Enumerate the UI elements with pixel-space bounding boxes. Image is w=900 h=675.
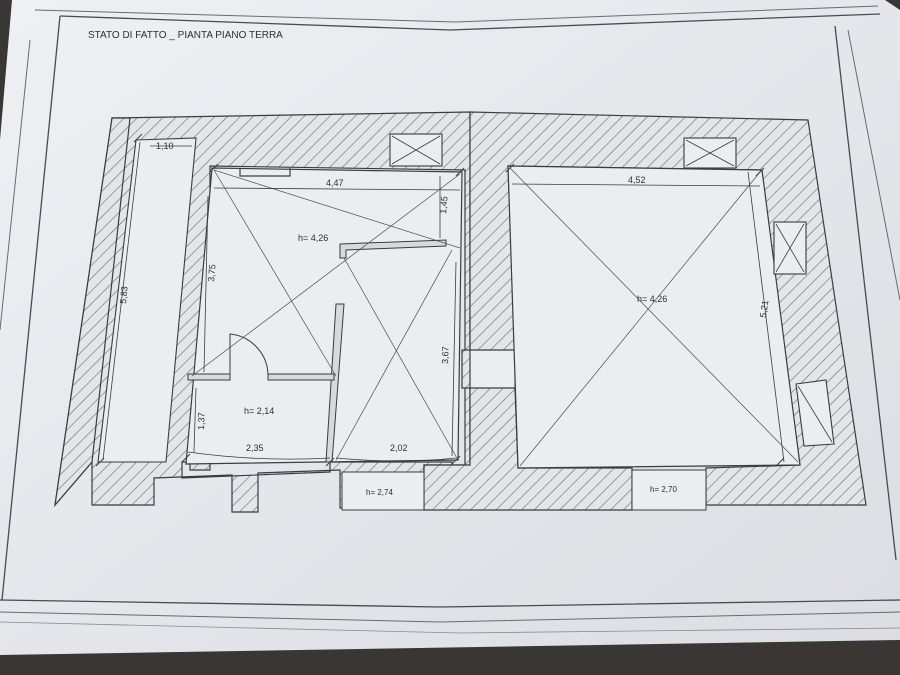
dim-2-35: 2,35 [246, 443, 264, 453]
ceiling-diagonal-a [213, 169, 461, 249]
dim-1-10: 1,10 [156, 141, 174, 151]
frame-left-outer-line [0, 39, 31, 331]
frame-bottom-edge [0, 621, 900, 634]
ceiling-diagonal-c [191, 173, 461, 377]
frame-top-line [59, 13, 881, 31]
opening-1 [341, 471, 425, 511]
partition-small-room-left [187, 373, 231, 381]
dim-line-2-35 [187, 451, 331, 460]
dim-line-2-02 [335, 457, 457, 462]
dim-line-3-75 [203, 195, 209, 373]
room-left-main [185, 167, 463, 465]
dim-line-4-47 [213, 187, 461, 191]
dim-4-52: 4,52 [628, 175, 646, 185]
frame-right-line [834, 25, 897, 561]
dim-line-4-52 [511, 183, 761, 187]
door-swing-small-room [229, 333, 269, 377]
height-room-a: h= 4,26 [298, 233, 328, 243]
dim-3-67: 3,67 [440, 346, 451, 364]
frame-top-outer-line [34, 5, 879, 23]
frame-left-line [1, 15, 61, 601]
wall-notch [239, 168, 291, 177]
frame-right-outer-line [847, 29, 900, 301]
dim-line-1-37 [193, 387, 197, 453]
sheet-title: STATO DI FATTO _ PIANTA PIANO TERRA [88, 30, 283, 41]
dimension-ticks [95, 133, 785, 467]
height-opening-1: h= 2,74 [366, 488, 393, 497]
ceiling-diagonal-right-b [519, 171, 761, 467]
dim-2-02: 2,02 [390, 443, 408, 453]
partition-small-room-right [267, 373, 335, 381]
room-right-main [507, 165, 801, 469]
dim-1-37: 1,37 [196, 412, 207, 430]
dim-1-45: 1,45 [438, 196, 449, 214]
left-strip-room [97, 137, 197, 463]
frame-bottom-outer-line [0, 611, 900, 623]
height-opening-2: h= 2,70 [650, 485, 677, 494]
frame-bottom-line [0, 599, 900, 608]
dim-5-21: 5,21 [758, 300, 770, 319]
dim-5-83: 5,83 [118, 286, 129, 304]
ceiling-diagonal-d [343, 257, 459, 461]
partition-vertical [325, 303, 345, 463]
dim-line-5-83 [102, 141, 141, 461]
ceiling-diagonal-right-a [509, 167, 799, 463]
dim-3-75: 3,75 [206, 264, 217, 282]
ceiling-diagonal-e [335, 249, 453, 461]
dim-line-5-21 [747, 171, 785, 463]
ceiling-diagonal-b [213, 169, 337, 377]
opening-2 [631, 469, 707, 511]
height-room-b: h= 4,26 [637, 294, 667, 304]
height-room-c: h= 2,14 [244, 406, 274, 416]
dim-line-3-67 [451, 261, 457, 457]
dim-4-47: 4,47 [326, 178, 344, 188]
